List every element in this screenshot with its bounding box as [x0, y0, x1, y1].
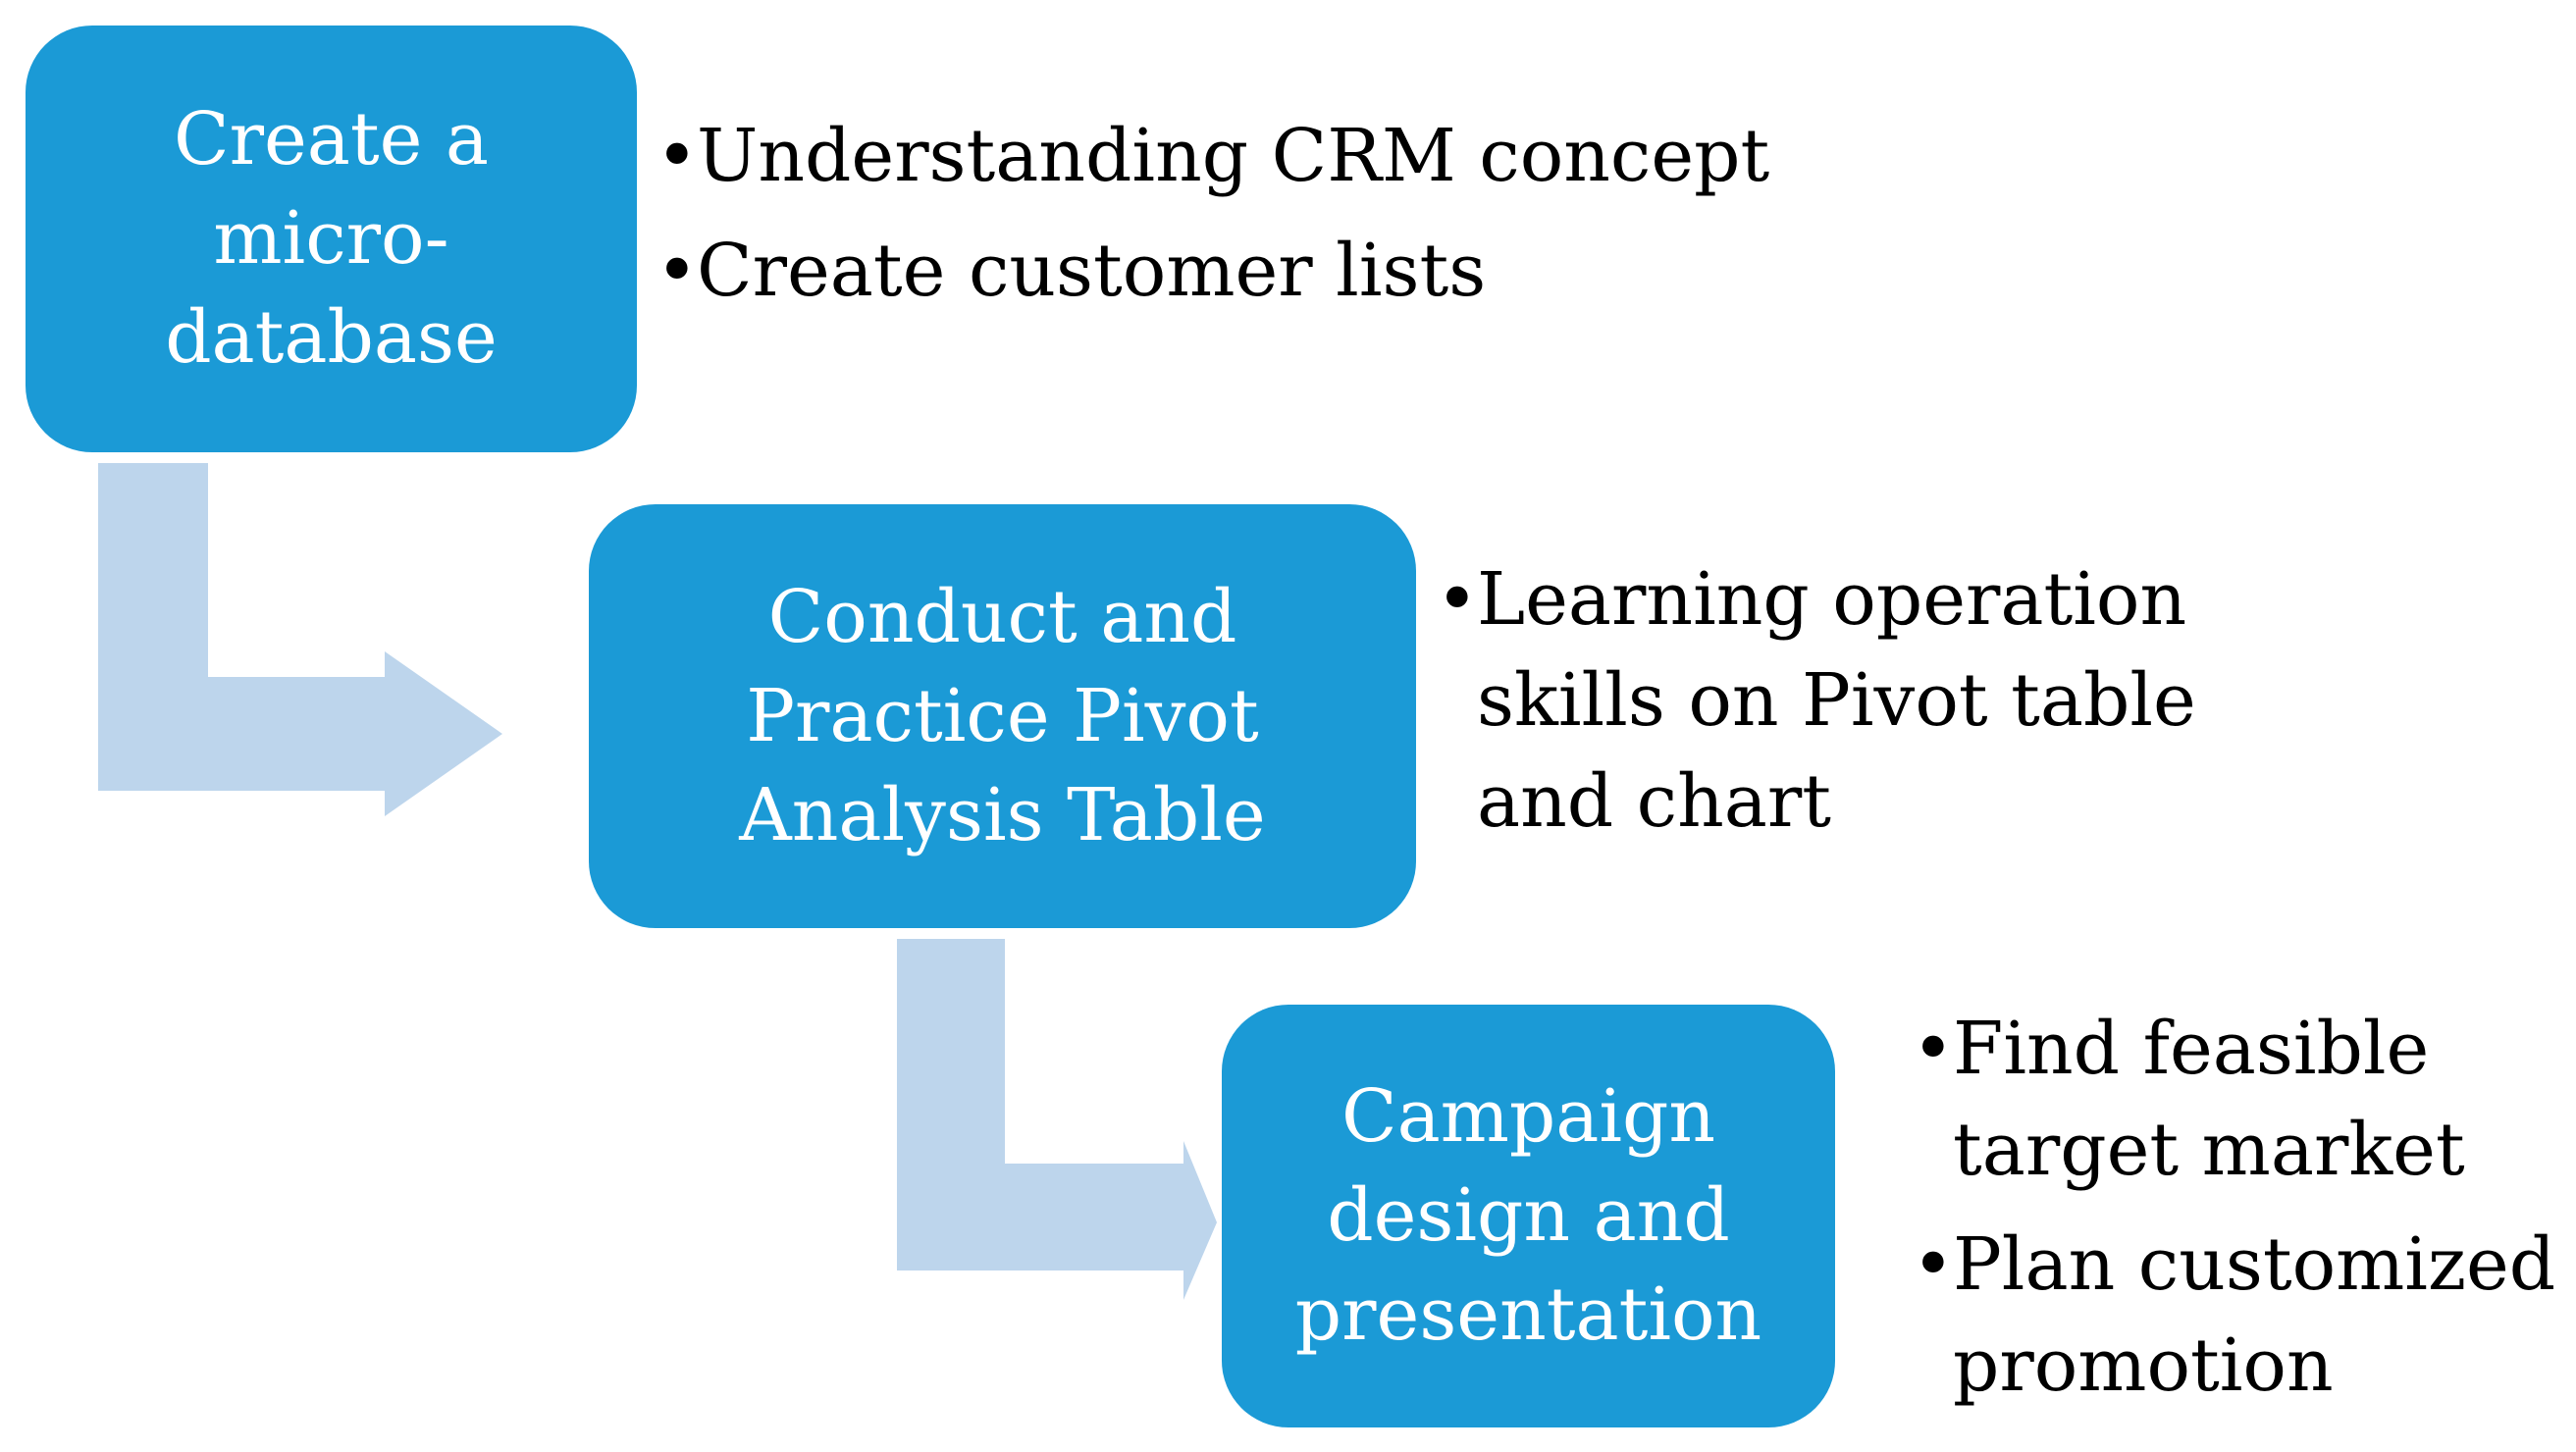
- step-1-bullet-list: • Understanding CRM concept • Create cus…: [656, 106, 1769, 336]
- list-item: • Create customer lists: [656, 221, 1769, 322]
- bullet-text: Create customer lists: [697, 229, 1487, 313]
- bullet-text: Understanding CRM concept: [697, 114, 1770, 198]
- bullet-text: Find feasible target market: [1953, 1007, 2465, 1192]
- bent-arrow-step1-to-step2: [98, 463, 502, 816]
- list-item: • Find feasible target market: [1912, 999, 2502, 1201]
- step-3-bullet-list: • Find feasible target market • Plan cus…: [1912, 999, 2576, 1430]
- step-title: Conduct and Practice Pivot Analysis Tabl…: [739, 574, 1266, 857]
- step-2-bullet-list: • Learning operation skills on Pivot tab…: [1436, 549, 2242, 866]
- bullet-dot: •: [1912, 1007, 1955, 1091]
- bullet-text: Plan customized promotion: [1953, 1222, 2556, 1408]
- list-item: • Plan customized promotion: [1912, 1215, 2576, 1417]
- bullet-dot: •: [1436, 557, 1479, 642]
- bullet-dot: •: [656, 114, 699, 198]
- bent-arrow-step2-to-step3: [897, 939, 1217, 1300]
- step-box-conduct-pivot-analysis: Conduct and Practice Pivot Analysis Tabl…: [589, 504, 1416, 928]
- bullet-dot: •: [1912, 1222, 1955, 1307]
- bullet-text: Learning operation skills on Pivot table…: [1477, 557, 2196, 844]
- list-item: • Understanding CRM concept: [656, 106, 1769, 207]
- step-box-campaign-design: Campaign design and presentation: [1222, 1005, 1835, 1427]
- step-box-create-micro-database: Create a micro-database: [26, 26, 637, 452]
- step-title: Campaign design and presentation: [1294, 1074, 1762, 1357]
- bullet-dot: •: [656, 229, 699, 313]
- list-item: • Learning operation skills on Pivot tab…: [1436, 549, 2242, 853]
- step-title: Create a micro-database: [165, 97, 498, 380]
